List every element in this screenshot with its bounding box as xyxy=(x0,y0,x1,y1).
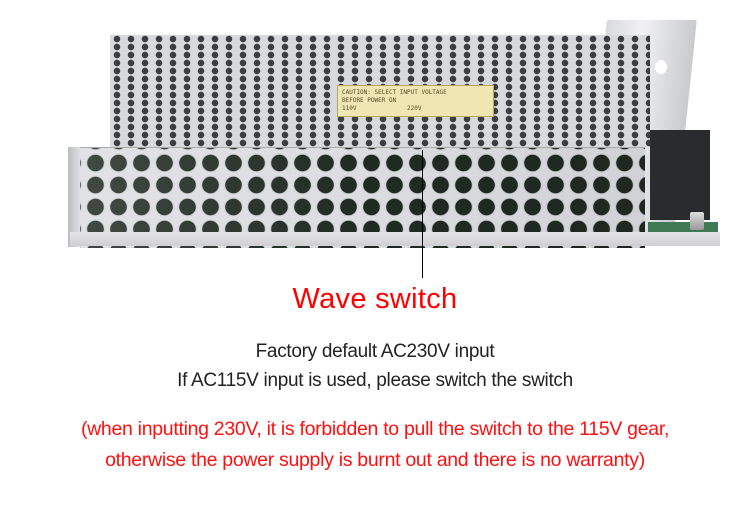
case-left-edge xyxy=(68,147,82,247)
case-base-plate xyxy=(70,232,720,246)
case-front-perforated xyxy=(80,147,645,248)
terminal-block xyxy=(650,130,710,220)
wave-switch-title: Wave switch xyxy=(292,283,458,315)
instruction-line-1: Factory default AC230V input xyxy=(255,341,495,362)
label-220v: 220V xyxy=(407,105,422,112)
bracket-mounting-hole xyxy=(655,60,667,74)
callout-pointer-line xyxy=(422,150,423,278)
label-110v: 110V xyxy=(342,105,357,112)
warning-line-1: (when inputting 230V, it is forbidden to… xyxy=(80,418,670,440)
warning-line-2: otherwise the power supply is burnt out … xyxy=(105,449,645,471)
voltage-label-sticker: CAUTION: SELECT INPUT VOLTAGE BEFORE POW… xyxy=(337,85,494,117)
terminal-screw xyxy=(690,212,704,230)
instruction-line-2: If AC115V input is used, please switch t… xyxy=(177,370,573,391)
